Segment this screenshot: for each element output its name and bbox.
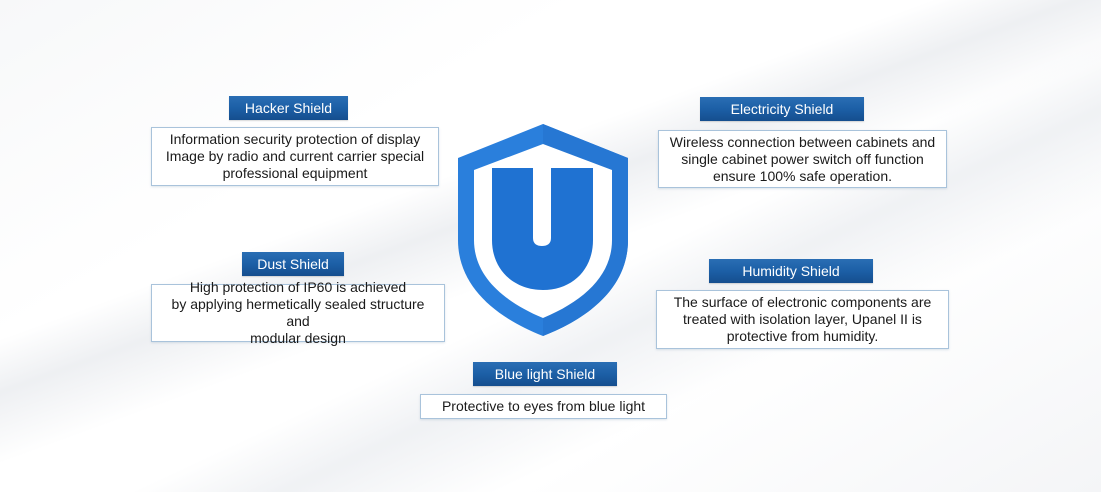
hacker-shield-description: Information security protection of displ…: [165, 131, 425, 181]
dust-shield-box: High protection of IP60 is achieved by a…: [151, 279, 445, 346]
humidity-shield-box: The surface of electronic components are…: [656, 290, 949, 349]
electricity-shield-label: Electricity Shield: [700, 97, 864, 121]
dust-shield-title: Dust Shield: [257, 256, 329, 272]
bluelight-shield-box: Protective to eyes from blue light: [420, 394, 667, 419]
electricity-shield-box: Wireless connection between cabinets and…: [658, 130, 947, 188]
bluelight-shield-description: Protective to eyes from blue light: [441, 398, 646, 414]
dust-shield-description: High protection of IP60 is achieved by a…: [171, 279, 425, 346]
dust-shield-label: Dust Shield: [242, 252, 344, 276]
humidity-shield-description: The surface of electronic components are…: [673, 294, 932, 344]
bluelight-shield-title: Blue light Shield: [494, 366, 596, 382]
electricity-shield-description: Wireless connection between cabinets and…: [669, 133, 936, 184]
hacker-shield-title: Hacker Shield: [244, 100, 333, 116]
bluelight-shield-label: Blue light Shield: [473, 362, 617, 386]
humidity-shield-label: Humidity Shield: [709, 259, 873, 283]
electricity-shield-title: Electricity Shield: [730, 101, 834, 117]
humidity-shield-title: Humidity Shield: [742, 263, 840, 279]
shield-u-icon: [458, 124, 628, 336]
hacker-shield-box: Information security protection of displ…: [151, 127, 439, 186]
hacker-shield-label: Hacker Shield: [229, 96, 348, 120]
